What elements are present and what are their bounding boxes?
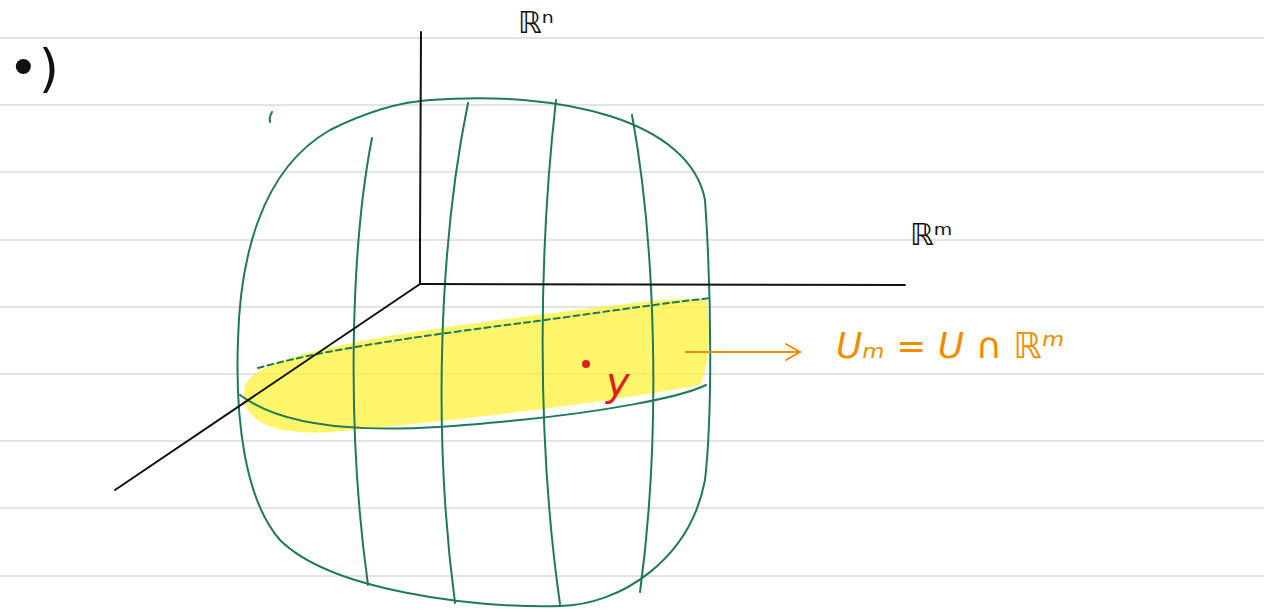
- coordinate-axes: [115, 32, 905, 490]
- open-set-outline: [237, 98, 712, 606]
- item-marker: •): [8, 40, 59, 97]
- set-label: Uₘ = U ∩ ℝᵐ: [836, 326, 1064, 366]
- axis-label: ℝᵐ: [910, 218, 952, 251]
- callout-arrow: [686, 344, 800, 360]
- axis-label: ℝⁿ: [518, 6, 554, 39]
- point-marker: [582, 360, 590, 368]
- point-label: y: [606, 360, 630, 404]
- slice-region: [244, 299, 709, 433]
